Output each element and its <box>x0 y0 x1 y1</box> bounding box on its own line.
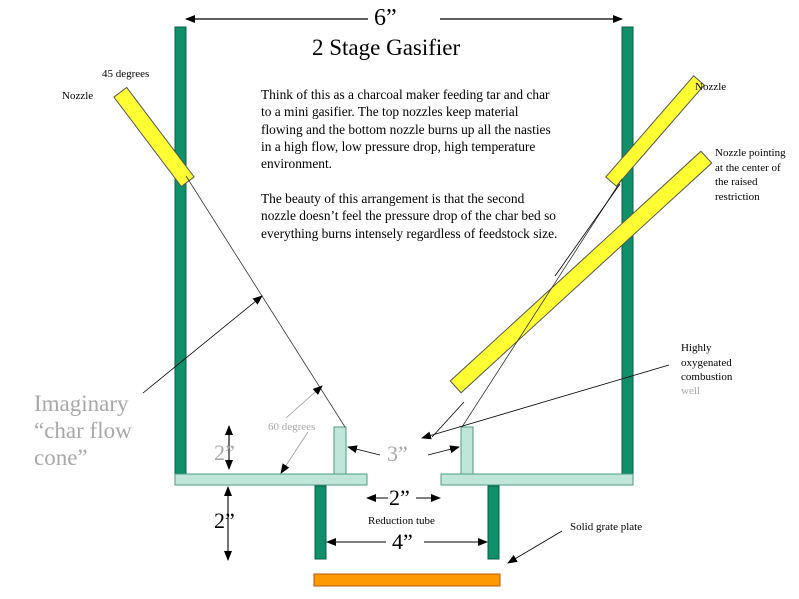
grate-label: Solid grate plate <box>570 521 643 533</box>
description-paragraph-1: Think of this as a charcoal maker feedin… <box>261 87 551 172</box>
cone-leader <box>142 295 263 394</box>
nozzle-center-tip-leader <box>431 401 465 438</box>
dim-tube-height-label: 2” <box>214 508 235 533</box>
oxygenated-leader <box>421 364 670 440</box>
angle-60-label: 60 degrees <box>268 421 316 433</box>
oxygenated-label-tail: well <box>681 385 700 397</box>
cone-label: Imaginary “char flow cone” <box>34 391 132 470</box>
page-title: 2 Stage Gasifier <box>312 35 461 60</box>
description-paragraph-2: The beauty of this arrangement is that t… <box>261 191 558 241</box>
right-bottom-plate <box>440 473 634 486</box>
angle-45-label: 45 degrees <box>102 68 150 80</box>
grate-plate <box>313 573 501 587</box>
nozzle-right-label: Nozzle <box>695 81 727 93</box>
dim-well-height-label: 2” <box>214 440 235 465</box>
reduction-tube-right-wall <box>487 485 500 560</box>
cone-line-left <box>185 175 346 428</box>
angle-60-leader-down <box>280 431 309 474</box>
grate-leader <box>507 530 563 564</box>
angle-60-leader-up <box>285 385 323 419</box>
nozzle-right-leader <box>554 183 621 277</box>
reduction-tube-label: Reduction tube <box>368 515 435 527</box>
nozzle-center <box>449 150 713 394</box>
nozzle-center-label: Nozzle pointing at the center of the rai… <box>715 147 786 203</box>
dim-top-width-label: 6” <box>374 5 397 31</box>
cone-line-right <box>461 178 623 428</box>
dim-tube-outer-label: 4” <box>392 529 413 554</box>
right-restriction-post <box>460 426 474 475</box>
dim-well-gap-label: 3” <box>387 441 408 466</box>
left-restriction-post <box>333 426 347 475</box>
nozzle-right-top <box>605 75 705 187</box>
dim-gap-left-arrow <box>347 445 381 456</box>
dim-gap-right-arrow <box>427 445 460 456</box>
left-bottom-plate <box>174 473 368 486</box>
right-wall <box>621 26 634 476</box>
nozzle-left-label: Nozzle <box>62 90 94 102</box>
dim-tube-inner-label: 2” <box>389 485 410 510</box>
oxygenated-label: Highly oxygenated combustion <box>681 342 733 383</box>
nozzle-left-top <box>113 86 195 188</box>
reduction-tube-left-wall <box>314 485 327 560</box>
